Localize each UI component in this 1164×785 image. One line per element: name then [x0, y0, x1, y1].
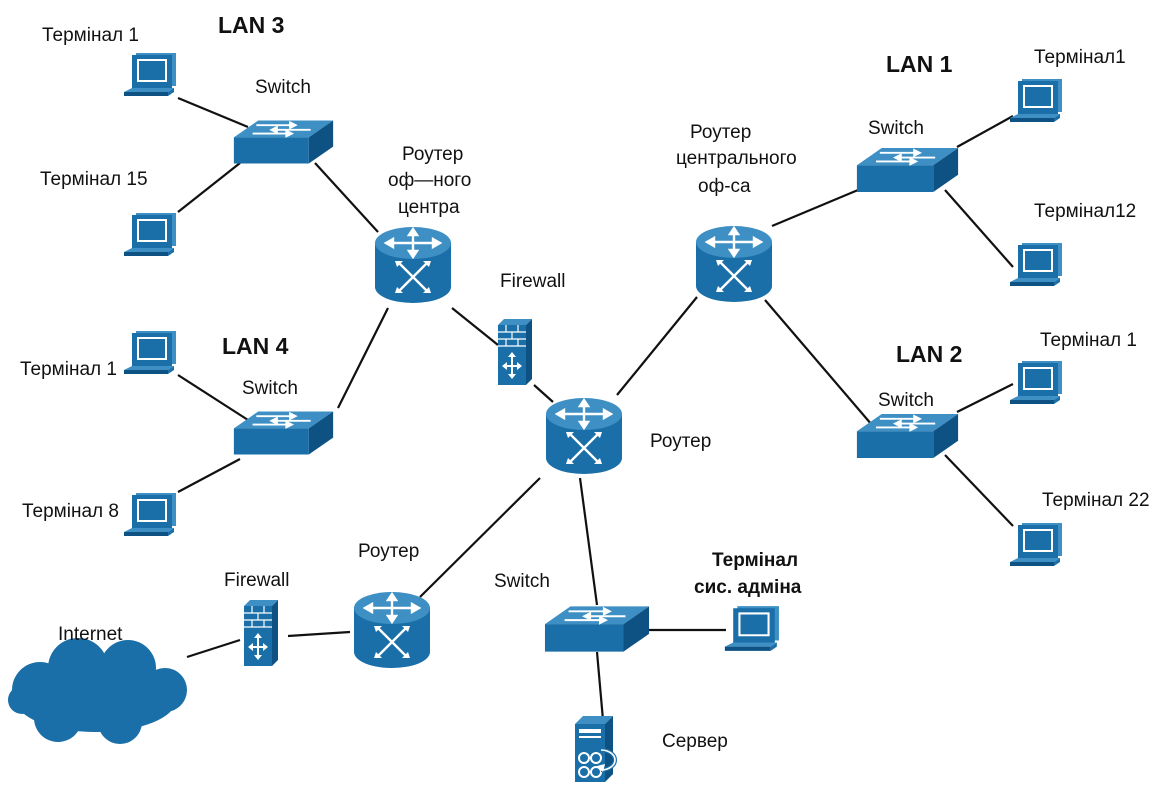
lan3-terminal-15-icon	[124, 213, 176, 256]
lan3-terminal-15-label: Термінал 15	[40, 169, 148, 190]
lan4-switch-label: Switch	[242, 378, 298, 399]
link-mainrouter-inetrouter	[419, 477, 541, 598]
lan1-title: LAN 1	[886, 51, 953, 77]
lan4-terminal-1-icon	[124, 331, 176, 374]
lan1-terminal-12-icon	[1010, 243, 1062, 286]
lan3-terminal-1-icon	[124, 53, 176, 96]
lan4-switch-icon	[232, 410, 335, 456]
server-label: Сервер	[662, 731, 728, 752]
main-router-label: Роутер	[650, 431, 711, 452]
lan4-terminal-1-label: Термінал 1	[20, 359, 117, 380]
lan1-terminal-1-icon	[1010, 79, 1062, 122]
lan4-terminal-8-label: Термінал 8	[22, 501, 119, 522]
admin-terminal-label-1: Термінал	[712, 550, 798, 571]
firewall-top-label: Firewall	[500, 271, 565, 292]
lan1-switch-icon	[855, 147, 960, 193]
branch-router-label-3: центра	[398, 197, 460, 218]
admin-switch-icon	[543, 605, 651, 653]
central-router-label-2: центрального	[676, 148, 797, 169]
cloud-icon	[8, 638, 187, 744]
lan3-switch-icon	[232, 119, 335, 165]
link-central-mainrouter	[616, 296, 698, 396]
link-lan2-switch-t1	[956, 383, 1014, 413]
link-adminswitch-server	[595, 651, 605, 721]
admin-terminal-icon	[724, 606, 779, 651]
lan1-switch-label: Switch	[868, 118, 924, 139]
lan1-terminal-12-label: Термінал12	[1034, 201, 1136, 222]
branch-router-label-1: Роутер	[402, 144, 463, 165]
link-lan1-switch-t12	[944, 189, 1014, 268]
central-router-label-1: Роутер	[690, 122, 751, 143]
lan1-terminal-1-label: Термінал1	[1034, 47, 1126, 68]
lan2-terminal-22-label: Термінал 22	[1042, 490, 1150, 511]
firewall-bottom-label: Firewall	[224, 570, 289, 591]
lan2-terminal-1-label: Термінал 1	[1040, 330, 1137, 351]
lan3-terminal-1-label: Термінал 1	[42, 25, 139, 46]
admin-terminal-label-2: сис. адміна	[694, 577, 802, 598]
lan2-switch-icon	[855, 413, 960, 459]
lan3-switch-label: Switch	[255, 77, 311, 98]
link-inetrouter-firewall	[287, 630, 351, 638]
link-firewall-internet	[186, 638, 241, 659]
branch-router-icon	[373, 225, 453, 305]
internet-router-icon	[352, 590, 432, 670]
link-branchrouter-firewall	[451, 307, 499, 346]
branch-router-label-2: оф—ного	[388, 170, 471, 191]
central-router-label-3: оф-са	[698, 176, 751, 197]
link-lan3-t15-switch	[177, 162, 241, 213]
link-central-lan2switch	[764, 299, 873, 426]
lan2-terminal-1-icon	[1010, 361, 1062, 404]
link-lan2-switch-t22	[944, 454, 1014, 527]
link-lan4-t8-switch	[177, 458, 241, 493]
main-router-icon	[544, 396, 624, 476]
link-lan1-switch-t1	[956, 115, 1014, 148]
lan2-terminal-22-icon	[1010, 523, 1062, 566]
lan3-title: LAN 3	[218, 12, 284, 38]
link-firewall-mainrouter	[533, 384, 554, 403]
internet-router-label: Роутер	[358, 541, 419, 562]
lan4-terminal-8-icon	[124, 493, 176, 536]
link-lan3-switch-router	[314, 162, 379, 233]
firewall-top-icon	[497, 318, 533, 386]
internet-label: Internet	[58, 624, 123, 645]
lan4-title: LAN 4	[222, 333, 289, 359]
central-router-icon	[694, 224, 774, 304]
lan2-title: LAN 2	[896, 341, 962, 367]
links	[177, 96, 1014, 721]
admin-switch-label: Switch	[494, 571, 550, 592]
server-icon	[573, 714, 618, 784]
link-central-lan1switch	[771, 188, 859, 228]
link-lan4-t1-switch	[177, 374, 249, 421]
link-lan3-t1-switch	[177, 96, 249, 129]
link-mainrouter-adminswitch	[578, 477, 599, 606]
link-lan4-switch-router	[337, 307, 389, 409]
firewall-bottom-icon	[243, 599, 279, 667]
lan2-switch-label: Switch	[878, 390, 934, 411]
